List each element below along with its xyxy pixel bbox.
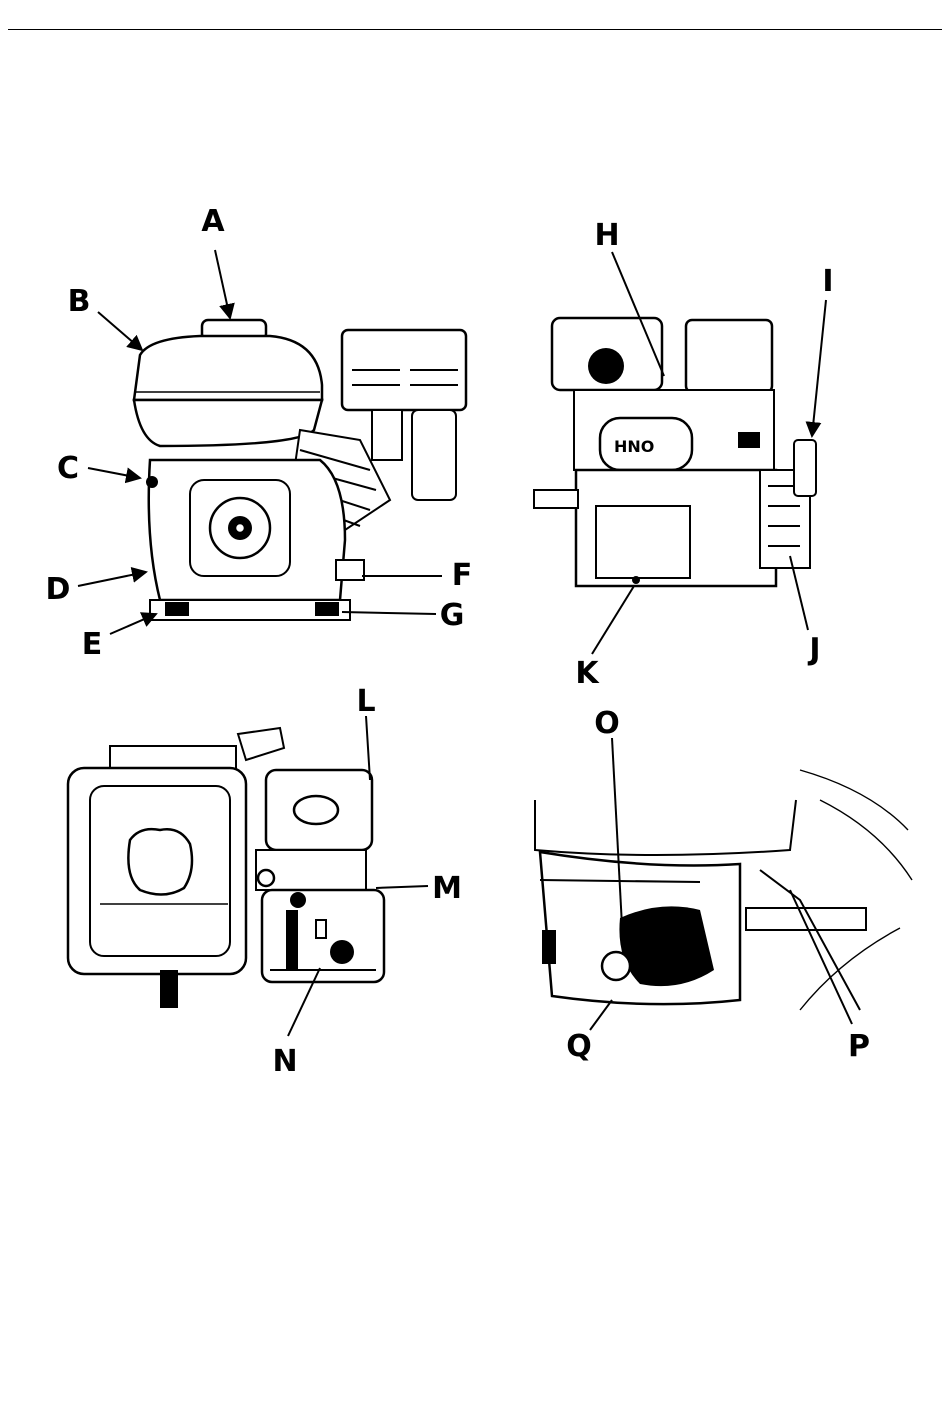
label-q: Q — [566, 1029, 592, 1064]
leader-a — [215, 250, 230, 318]
leader-i — [812, 300, 826, 436]
leader-e — [110, 614, 156, 634]
label-i: I — [822, 264, 833, 299]
label-b: B — [68, 284, 91, 319]
leader-g — [342, 612, 436, 614]
leader-d — [78, 572, 146, 586]
label-j: J — [807, 632, 820, 667]
label-l: L — [356, 684, 375, 719]
label-p: P — [848, 1029, 870, 1064]
leader-m — [376, 886, 428, 888]
label-d: D — [46, 572, 71, 607]
label-k: K — [575, 656, 600, 691]
fuel-valve-closeup — [535, 770, 912, 1010]
label-o: O — [594, 706, 620, 741]
label-e: E — [82, 627, 103, 662]
leader-c — [88, 468, 140, 478]
label-n: N — [272, 1044, 297, 1079]
label-a: A — [201, 204, 225, 239]
label-h: H — [594, 218, 619, 253]
leader-k — [592, 586, 634, 654]
label-f: F — [452, 558, 473, 593]
leader-b — [98, 312, 142, 350]
label-g: G — [440, 598, 465, 633]
leader-q — [590, 1000, 612, 1030]
label-m: M — [432, 871, 462, 906]
label-c: C — [57, 451, 79, 486]
engine-side-view — [68, 728, 384, 1008]
svg-text:HNO: HNO — [614, 437, 654, 456]
engine-rear-view: HNO — [534, 318, 816, 586]
